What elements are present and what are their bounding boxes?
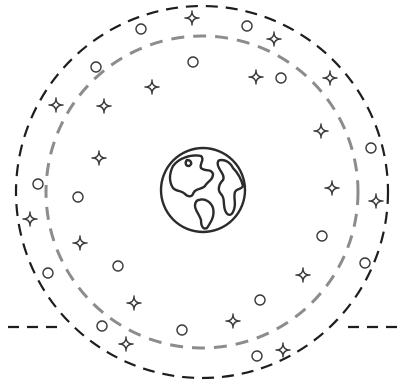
circle-dot-icon xyxy=(360,258,370,268)
circle-dot-icon xyxy=(136,24,146,34)
sparkle-star-icon xyxy=(276,343,290,357)
sparkle-star-icon xyxy=(145,80,159,94)
sparkle-star-icon xyxy=(369,194,383,208)
circle-dot-icon xyxy=(366,143,376,153)
circle-dot-icon xyxy=(276,73,286,83)
circle-dot-icon xyxy=(91,62,101,72)
circle-dot-icon xyxy=(177,325,187,335)
circle-dot-icon xyxy=(113,261,123,271)
sparkle-star-icon xyxy=(226,314,240,328)
circle-dot-icon xyxy=(73,192,83,202)
sparkle-star-icon xyxy=(127,296,141,310)
circle-dot-icon xyxy=(252,351,262,361)
sparkle-star-icon xyxy=(92,151,106,165)
sparkle-star-icon xyxy=(119,337,133,351)
circle-dot-icon xyxy=(188,57,198,67)
circle-dot-icon xyxy=(43,268,53,278)
sparkle-star-icon xyxy=(49,98,63,112)
sparkle-star-icon xyxy=(314,124,328,138)
orbit-dots xyxy=(33,21,376,361)
globe-icon xyxy=(161,148,245,232)
sparkle-star-icon xyxy=(23,212,37,226)
sparkle-star-icon xyxy=(267,32,281,46)
circle-dot-icon xyxy=(97,321,107,331)
sparkle-stars xyxy=(23,11,383,357)
sparkle-star-icon xyxy=(325,181,339,195)
circle-dot-icon xyxy=(255,295,265,305)
circle-dot-icon xyxy=(242,21,252,31)
sparkle-star-icon xyxy=(296,268,310,282)
sparkle-star-icon xyxy=(185,11,199,25)
inner-orbit xyxy=(46,36,358,348)
circle-dot-icon xyxy=(317,231,327,241)
sparkle-star-icon xyxy=(97,99,111,113)
sparkle-star-icon xyxy=(73,236,87,250)
sparkle-star-icon xyxy=(249,70,263,84)
circle-dot-icon xyxy=(33,179,43,189)
sparkle-star-icon xyxy=(323,71,337,85)
